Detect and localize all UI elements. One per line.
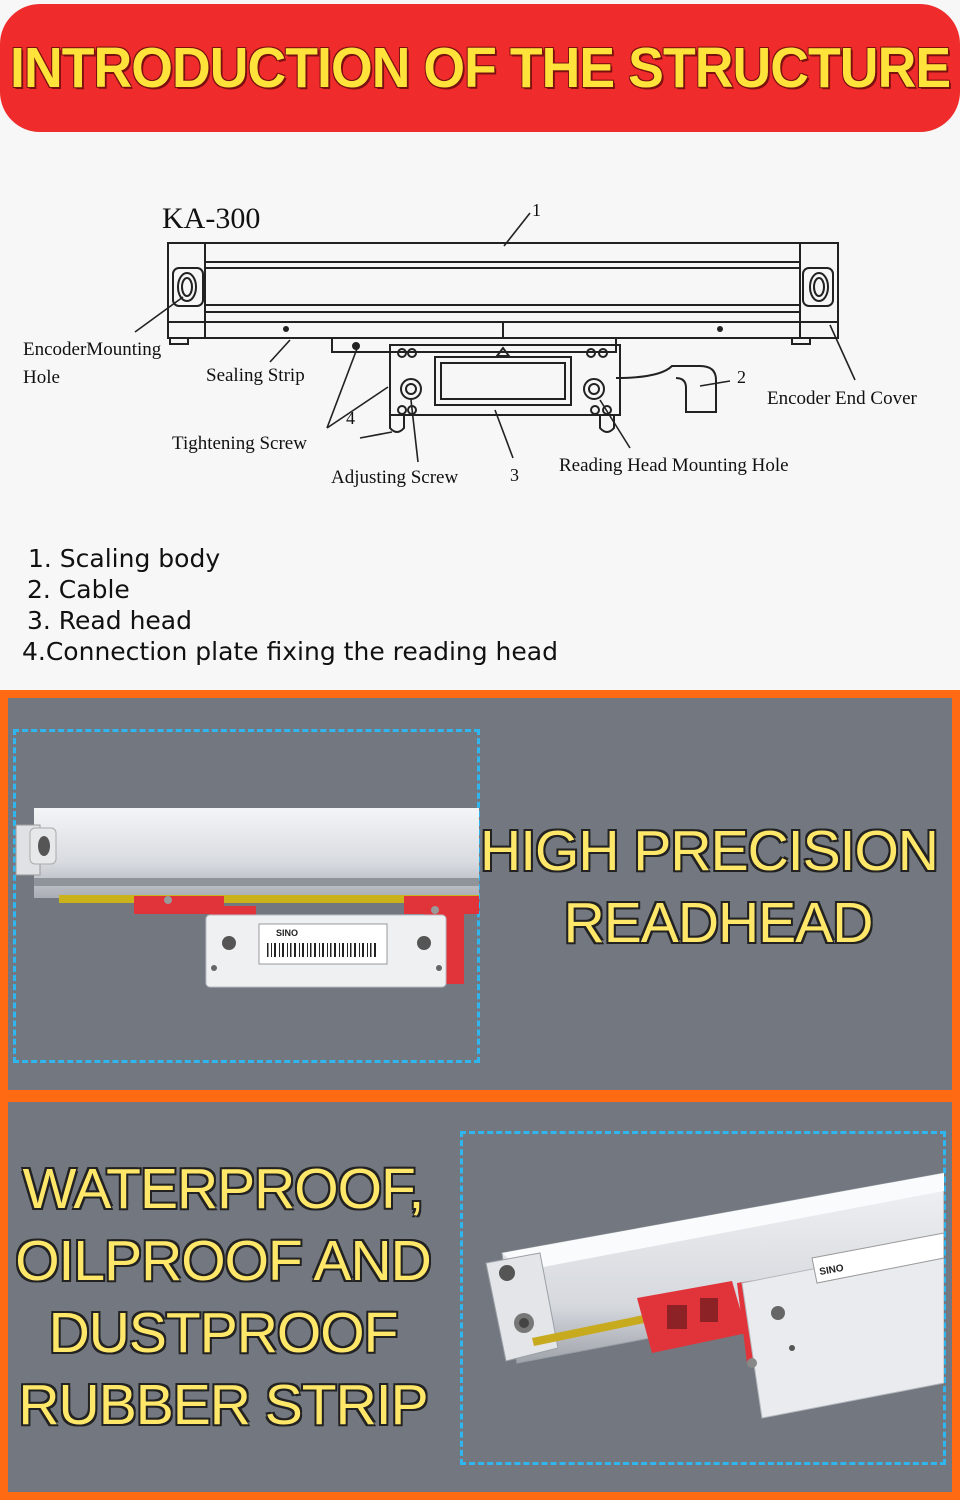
feature-panel-rubber-strip: WATERPROOF, OILPROOF AND DUSTPROOF RUBBE…: [0, 1094, 960, 1500]
feature-title-line-3: DUSTPROOF: [48, 1301, 399, 1365]
list-item: 4.Connection plate fixing the reading he…: [22, 637, 558, 666]
feature-title-line-4: RUBBER STRIP: [18, 1373, 428, 1437]
list-item: 2. Cable: [27, 575, 130, 604]
callout-4: 4: [346, 408, 355, 428]
structure-diagram: KA-300: [23, 200, 918, 488]
header-banner: INTRODUCTION OF THE STRUCTURE: [0, 4, 960, 132]
leader-lines: [134, 212, 856, 463]
feature-title-line-1: HIGH PRECISION: [480, 819, 939, 883]
cable: [615, 365, 717, 413]
label-sealing-strip: Sealing Strip: [206, 365, 305, 386]
rubber-strip-image-frame: [460, 1131, 946, 1465]
label-encoder-end-cover: Encoder End Cover: [767, 388, 918, 409]
list-item: 3. Read head: [27, 606, 192, 635]
callout-3: 3: [510, 465, 519, 485]
scaling-body: [167, 242, 839, 345]
feature-title-line-2: OILPROOF AND: [15, 1229, 432, 1293]
encoder-mounting-hole-left: [172, 267, 204, 307]
readhead-product-image: SINO: [15, 808, 479, 988]
brand-label-2: SINO: [819, 1263, 845, 1278]
feature-panel-readhead: SINO HIGH PRECISION READHEAD: [0, 690, 960, 1098]
label-encoder-mounting-hole-2: Hole: [23, 367, 60, 388]
list-item: 1. Scaling body: [28, 544, 221, 573]
model-label: KA-300: [162, 202, 260, 235]
feature-title-line-2: READHEAD: [563, 891, 874, 955]
label-reading-head-mounting-hole: Reading Head Mounting Hole: [559, 455, 789, 476]
label-encoder-mounting-hole: EncoderMounting: [23, 339, 162, 360]
label-tightening-screw: Tightening Screw: [172, 433, 307, 454]
feature-title-line-1: WATERPROOF,: [22, 1157, 425, 1221]
parts-list: 1. Scaling body 2. Cable 3. Read head 4.…: [22, 543, 558, 667]
callout-1: 1: [532, 200, 541, 220]
callout-2: 2: [737, 367, 746, 387]
label-adjusting-screw: Adjusting Screw: [331, 467, 458, 488]
encoder-mounting-hole-right: [802, 267, 834, 307]
page-title: INTRODUCTION OF THE STRUCTURE: [9, 36, 951, 100]
rubber-strip-product-image: SINO: [485, 1172, 944, 1419]
brand-label: SINO: [276, 928, 298, 938]
read-head: [331, 337, 621, 433]
